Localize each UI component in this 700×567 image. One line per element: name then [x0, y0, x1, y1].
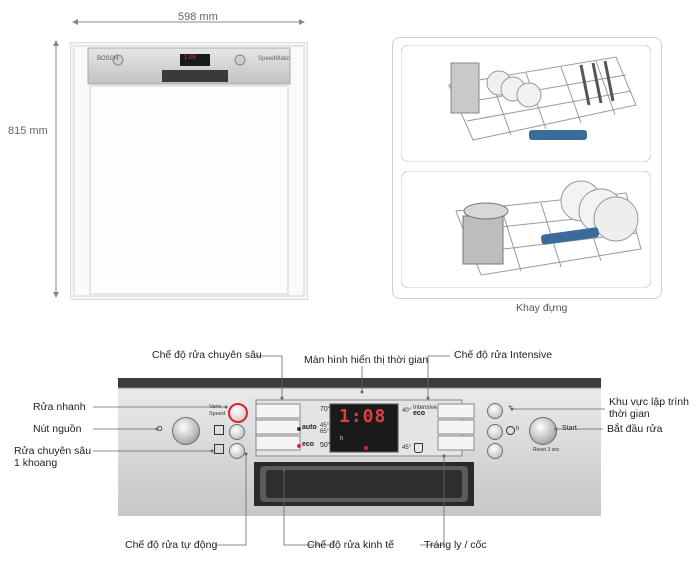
program-right-eco-label: eco [413, 410, 426, 417]
vario-speed-button[interactable] [228, 403, 248, 423]
program-intensive-label: Intensive [413, 405, 438, 411]
program-45-label: 45° [402, 445, 412, 451]
height-label: 815 mm [8, 125, 48, 137]
small-panel-brand: BOSCH [97, 56, 119, 62]
rack-frame [392, 37, 662, 299]
label-start-wash: Bắt đầu rửa [607, 423, 663, 435]
width-label: 598 mm [178, 11, 218, 23]
timer-button[interactable] [487, 424, 503, 440]
dishwasher-front-image [70, 42, 308, 300]
label-power-button: Nút nguồn [33, 423, 82, 435]
label-eco-program: Chế độ rửa kinh tế [307, 539, 394, 551]
display-indicator-red [364, 446, 368, 450]
lower-rack-image [401, 171, 651, 288]
upper-rack-image [401, 45, 651, 162]
power-button[interactable] [172, 417, 200, 445]
program-eco-label: eco [302, 441, 315, 448]
time-plus-button[interactable] [487, 403, 503, 419]
label-quick-wash: Rửa nhanh [33, 401, 86, 413]
reset-label: Reset 3 sec [533, 447, 560, 453]
program-40-label: 40° [402, 408, 412, 414]
label-programming-area: Khu vực lập trình thời gian [609, 396, 689, 420]
time-minus-button[interactable] [487, 443, 503, 459]
dimension-width-line [72, 17, 305, 27]
label-auto-program: Chế độ rửa tự động [125, 539, 218, 551]
display-h-symbol: h [340, 436, 344, 442]
timer-h-symbol: h [516, 426, 520, 432]
program-50-label: 50° [320, 442, 331, 449]
power-symbol-icon: O [157, 426, 163, 433]
glass-icon [414, 443, 423, 453]
label-time-display: Màn hình hiển thị thời gian [304, 354, 429, 366]
rack-caption: Khay đựng [516, 302, 568, 314]
clock-icon [506, 426, 515, 435]
eco-indicator-dot [297, 444, 301, 448]
program-45-65-label: 45° 65° [320, 423, 330, 435]
small-panel-model: SpeedMatic [258, 56, 290, 62]
start-button[interactable] [529, 417, 557, 445]
half-load-button[interactable] [229, 424, 245, 440]
dimension-height-line [51, 40, 61, 298]
label-intensive-program: Chế độ rửa chuyên sâu [152, 349, 262, 361]
upper-basket-icon [214, 425, 224, 435]
time-display: 1:08 [339, 406, 387, 427]
program-70-label: 70° [320, 406, 331, 413]
lower-basket-icon [214, 444, 224, 454]
label-glass-rinse: Tráng ly / cốc [424, 539, 487, 551]
small-panel-display: 1:08 [184, 55, 196, 61]
half-load-button-2[interactable] [229, 443, 245, 459]
plus-symbol: + [508, 404, 513, 411]
auto-indicator-dot [297, 427, 301, 431]
label-intensive: Chế độ rửa Intensive [454, 349, 553, 361]
label-half-load: Rửa chuyên sâu 1 khoang [14, 445, 92, 469]
start-label: Start [562, 425, 577, 432]
program-auto-label: auto [302, 424, 317, 431]
